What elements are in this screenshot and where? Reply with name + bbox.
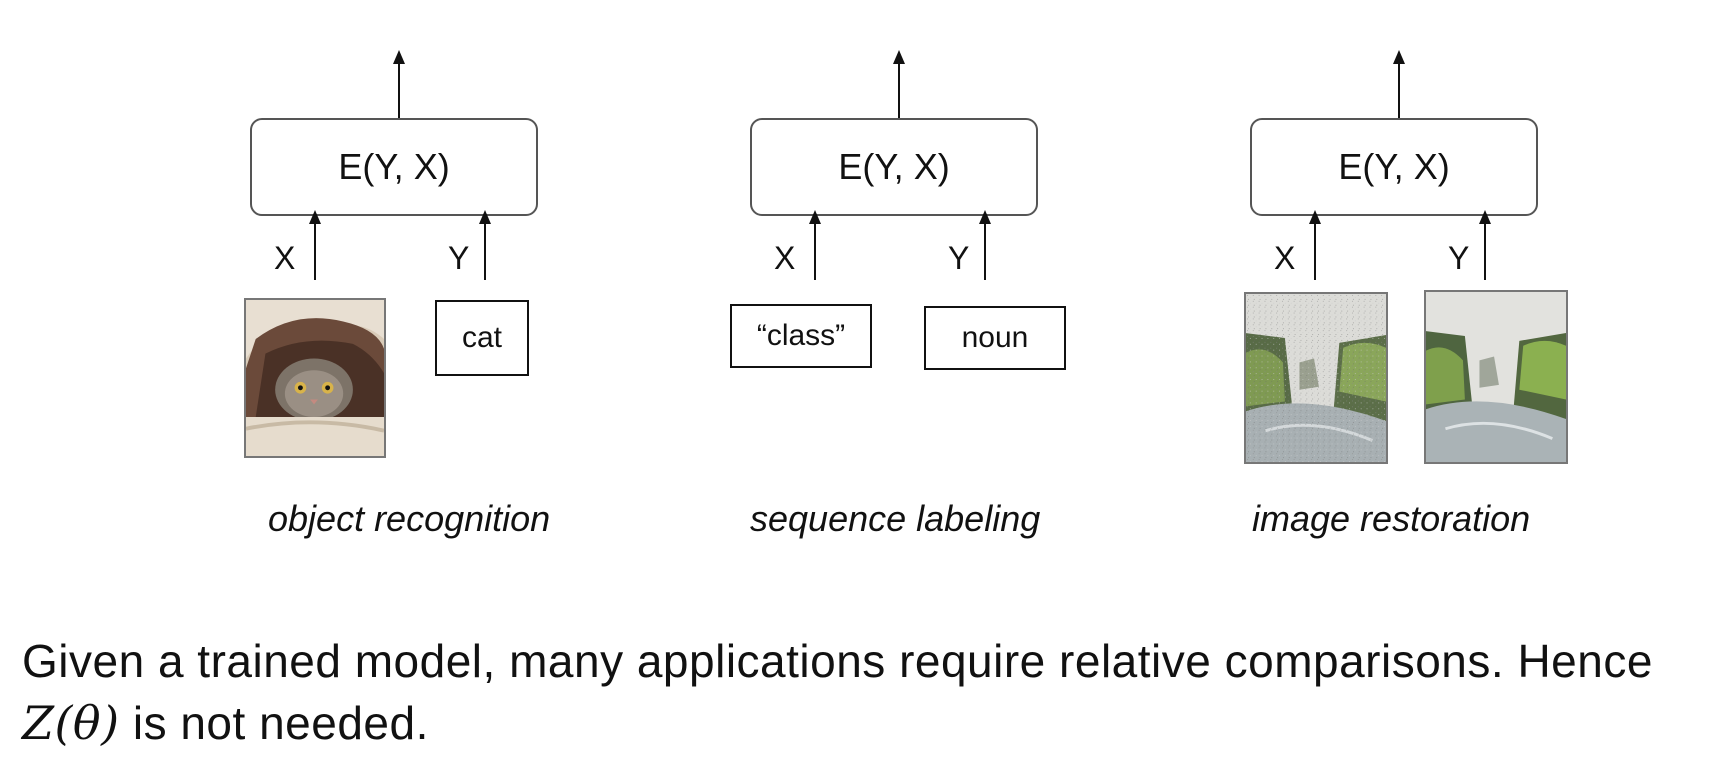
x-label: X <box>274 240 296 276</box>
panel-caption: sequence labeling <box>750 498 1041 539</box>
x-text-box: “class” <box>730 304 872 368</box>
output-arrow <box>393 50 405 118</box>
panel-sequence-labeling: E(Y, X) X Y “class” noun sequence labeli… <box>730 0 1190 580</box>
statement-line-1: Given a trained model, many applications… <box>22 635 1653 687</box>
y-input-arrow <box>979 210 991 280</box>
x-input-arrow <box>309 210 321 280</box>
y-input-arrow <box>479 210 491 280</box>
energy-function-box: E(Y, X) <box>750 118 1038 216</box>
partition-function-symbol: Z(θ) <box>22 696 120 750</box>
x-label: X <box>774 240 796 276</box>
statement-line-2: is not needed. <box>119 697 429 749</box>
y-label: Y <box>948 240 970 276</box>
y-input-arrow <box>1479 210 1491 280</box>
statement-paragraph: Given a trained model, many applications… <box>22 630 1712 754</box>
x-label: X <box>1274 240 1296 276</box>
panel-caption: object recognition <box>268 498 551 539</box>
energy-function-box: E(Y, X) <box>250 118 538 216</box>
y-text-box: noun <box>924 306 1066 370</box>
clean-landscape-image <box>1424 290 1568 464</box>
output-arrow <box>893 50 905 118</box>
energy-model-diagram: E(Y, X) X Y cat object recognition <box>230 0 1690 580</box>
cat-image <box>244 298 386 458</box>
energy-function-box: E(Y, X) <box>1250 118 1538 216</box>
panel-image-restoration: E(Y, X) X Y <box>1230 0 1690 580</box>
panel-object-recognition: E(Y, X) X Y cat object recognition <box>230 0 690 580</box>
noisy-landscape-image <box>1244 292 1388 464</box>
output-arrow <box>1393 50 1405 118</box>
y-label: Y <box>448 240 470 276</box>
panel-caption: image restoration <box>1252 498 1531 539</box>
x-input-arrow <box>1309 210 1321 280</box>
x-input-arrow <box>809 210 821 280</box>
y-text-box: cat <box>435 300 529 376</box>
y-label: Y <box>1448 240 1470 276</box>
